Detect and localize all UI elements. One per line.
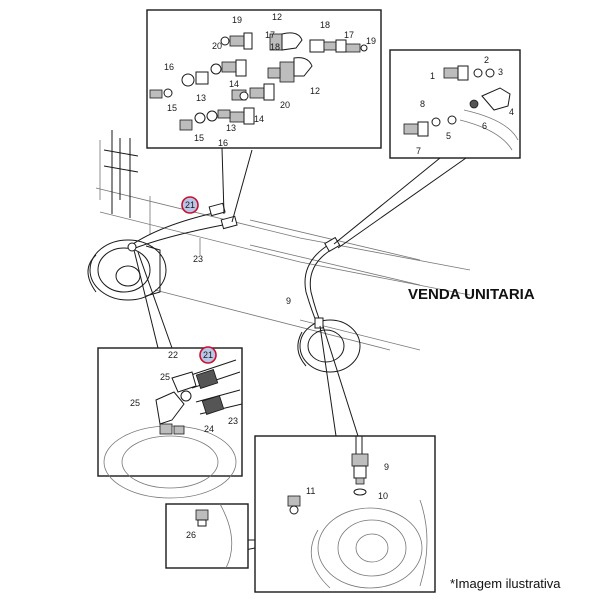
- callout-21-highlight-detail: [199, 346, 217, 364]
- hose-assembly-main: [127, 202, 341, 329]
- callout-21-main: 21: [185, 200, 195, 210]
- callout-6: 6: [482, 121, 487, 131]
- callout-21-detail: 21: [203, 350, 213, 360]
- callout-15-b: 15: [194, 133, 204, 143]
- callout-20-a: 20: [212, 41, 222, 51]
- callout-13-a: 13: [196, 93, 206, 103]
- callout-12-b: 12: [310, 86, 320, 96]
- callout-19-b: 19: [366, 36, 376, 46]
- callout-5: 5: [446, 131, 451, 141]
- callout-17-b: 17: [265, 30, 275, 40]
- callout-19-a: 19: [232, 15, 242, 25]
- callout-9-main: 9: [286, 296, 291, 306]
- callout-23-main: 23: [193, 254, 203, 264]
- callout-18-a: 18: [320, 20, 330, 30]
- callout-14-b: 14: [254, 114, 264, 124]
- callout-10: 10: [378, 491, 388, 501]
- detail-box-fittings-right: 1 2 3 4 8 6 5 7: [389, 49, 521, 159]
- callout-20-b: 20: [280, 100, 290, 110]
- callout-4: 4: [509, 107, 514, 117]
- callout-26: 26: [186, 530, 196, 540]
- callout-23-detail: 23: [228, 416, 238, 426]
- callout-17-a: 17: [344, 30, 354, 40]
- callout-8: 8: [420, 99, 425, 109]
- callout-7: 7: [416, 146, 421, 156]
- callout-21-highlight: [181, 196, 199, 214]
- callout-25-a: 25: [160, 372, 170, 382]
- callout-16-b: 16: [218, 138, 228, 148]
- detail-box-plug: 26: [165, 503, 249, 569]
- callout-22: 22: [168, 350, 178, 360]
- detail-box-elbow-fittings: 21 22 25 25 24 23: [97, 346, 243, 499]
- callout-11: 11: [306, 486, 315, 496]
- callout-16-a: 16: [164, 62, 174, 72]
- callout-25-b: 25: [130, 398, 140, 408]
- detail-box-hub-fittings: 9 11 10: [254, 435, 436, 593]
- callout-2: 2: [484, 55, 489, 65]
- disclaimer-note: *Imagem ilustrativa: [450, 576, 561, 591]
- detail-box-fittings-top: 19 12 18 17 19 20 17 18 16 14 13 15 20 1…: [146, 9, 382, 149]
- callout-3: 3: [498, 67, 503, 77]
- callout-13-b: 13: [226, 123, 236, 133]
- callout-15-a: 15: [167, 103, 177, 113]
- callout-1: 1: [430, 71, 435, 81]
- machine-frame-lines: [87, 130, 471, 373]
- callout-18-b: 18: [270, 42, 280, 52]
- callout-12-a: 12: [272, 12, 282, 22]
- callout-14-a: 14: [229, 79, 239, 89]
- callout-9-detail: 9: [384, 462, 389, 472]
- callout-24: 24: [204, 424, 214, 434]
- sale-label: VENDA UNITARIA: [408, 286, 535, 303]
